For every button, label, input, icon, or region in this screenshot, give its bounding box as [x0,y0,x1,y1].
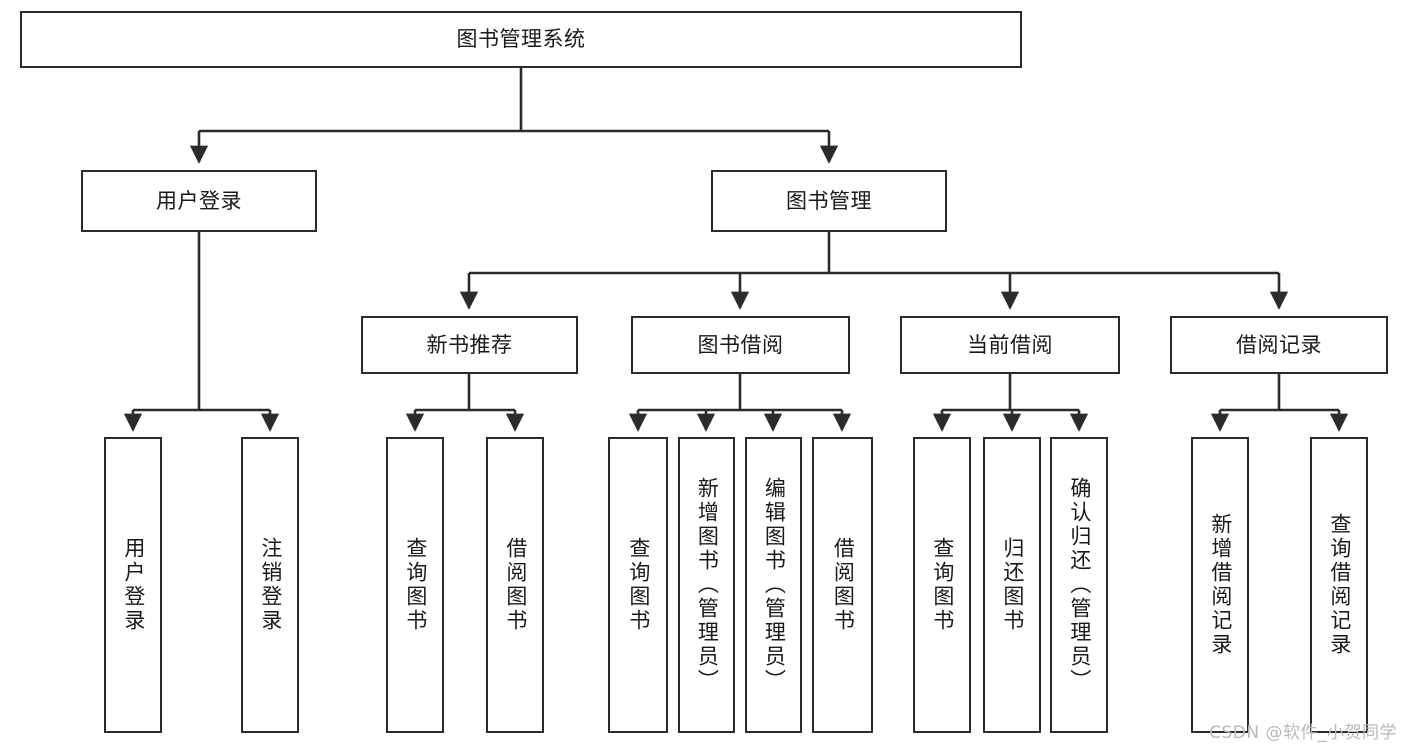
leaf-node-label: 新增借阅记录 [1208,513,1233,657]
leaf-node[interactable]: 用户登录 [104,437,162,733]
leaf-node[interactable]: 查询借阅记录 [1310,437,1368,733]
leaf-node[interactable]: 查询图书 [386,437,444,733]
node-book-borrow-label: 图书借阅 [697,332,784,357]
node-current-borrow-label: 当前借阅 [967,332,1053,357]
leaf-node[interactable]: 借阅图书 [486,437,544,733]
leaf-node[interactable]: 新增借阅记录 [1191,437,1249,733]
node-root[interactable]: 图书管理系统 [20,11,1022,68]
leaf-node-label: 归还图书 [1000,537,1025,633]
leaf-node-label: 注销登录 [258,537,283,633]
leaf-node[interactable]: 查询图书 [608,437,668,733]
node-book-management-label: 图书管理 [786,188,872,213]
leaf-node[interactable]: 归还图书 [983,437,1041,733]
leaf-node[interactable]: 查询图书 [913,437,971,733]
leaf-node[interactable]: 借阅图书 [812,437,873,733]
leaf-node-label: 查询图书 [930,537,955,633]
node-borrow-records-label: 借阅记录 [1236,332,1322,357]
leaf-node[interactable]: 确认归还（管理员） [1050,437,1108,733]
node-new-book-recommend[interactable]: 新书推荐 [361,316,578,374]
node-user-login[interactable]: 用户登录 [81,170,317,232]
node-current-borrow[interactable]: 当前借阅 [900,316,1120,374]
leaf-node-label: 查询借阅记录 [1327,513,1352,657]
leaf-node-label: 编辑图书（管理员） [762,477,787,693]
node-book-management[interactable]: 图书管理 [711,170,947,232]
node-book-borrow[interactable]: 图书借阅 [631,316,850,374]
node-borrow-records[interactable]: 借阅记录 [1170,316,1388,374]
leaf-node-label: 新增图书（管理员） [695,477,720,693]
leaf-node-label: 借阅图书 [831,537,856,633]
watermark: CSDN @软件_小贺同学 [1209,723,1397,743]
leaf-node-label: 查询图书 [626,537,651,633]
leaf-node[interactable]: 新增图书（管理员） [678,437,735,733]
leaf-node-label: 借阅图书 [503,537,528,633]
leaf-node-label: 用户登录 [121,537,146,633]
node-new-book-recommend-label: 新书推荐 [426,332,513,357]
leaf-node-label: 确认归还（管理员） [1067,477,1092,693]
leaf-node[interactable]: 注销登录 [241,437,299,733]
node-user-login-label: 用户登录 [156,188,242,213]
leaf-node-label: 查询图书 [403,537,428,633]
leaf-node[interactable]: 编辑图书（管理员） [745,437,802,733]
node-root-label: 图书管理系统 [456,27,586,52]
